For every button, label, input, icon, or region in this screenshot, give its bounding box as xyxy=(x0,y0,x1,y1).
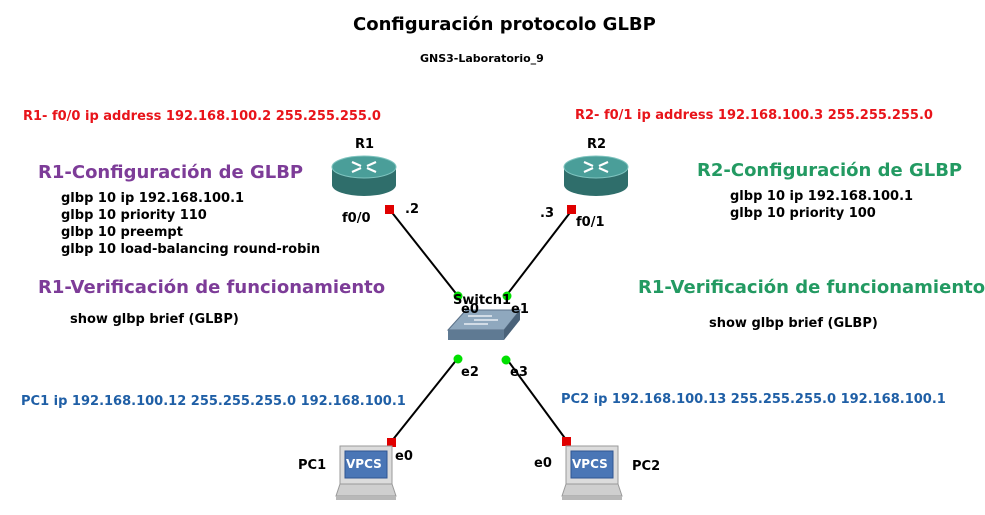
port-status-switch-e1 xyxy=(502,291,512,301)
r2-port-label: f0/1 xyxy=(576,215,605,230)
r1-config-line: glbp 10 preempt xyxy=(61,225,183,240)
r1-config-commands: glbp 10 ip 192.168.100.1 glbp 10 priorit… xyxy=(61,190,320,258)
r1-config-line: glbp 10 ip 192.168.100.1 xyxy=(61,191,245,206)
r2-config-line: glbp 10 priority 100 xyxy=(730,206,876,221)
link-r2-switch[interactable] xyxy=(505,209,573,297)
port-status-switch-e3 xyxy=(501,355,511,365)
r1-port-label: f0/0 xyxy=(342,211,371,226)
pc1-badge-label: VPCS xyxy=(346,457,382,471)
switch-port-e1-label: e1 xyxy=(511,302,529,317)
port-status-r2-f0-1 xyxy=(567,205,576,214)
switch-icon[interactable] xyxy=(444,302,522,348)
r2-config-line: glbp 10 ip 192.168.100.1 xyxy=(730,189,914,204)
vpcs-pc-icon[interactable] xyxy=(334,444,400,502)
verify-right-command: show glbp brief (GLBP) xyxy=(709,316,878,331)
r1-config-heading: R1-Configuración de GLBP xyxy=(38,162,304,183)
r1-host-label: .2 xyxy=(405,202,419,217)
link-r1-switch[interactable] xyxy=(389,209,459,297)
r1-address-label: R1- f0/0 ip address 192.168.100.2 255.25… xyxy=(23,109,381,124)
pc1-port-label: e0 xyxy=(395,449,413,464)
verify-left-command: show glbp brief (GLBP) xyxy=(70,312,239,327)
r2-host-label: .3 xyxy=(540,206,554,221)
router-icon[interactable] xyxy=(562,153,630,201)
port-status-pc2-e0 xyxy=(562,437,571,446)
switch-port-e2-label: e2 xyxy=(461,365,479,380)
r1-name-label: R1 xyxy=(355,137,375,152)
link-switch-pc1[interactable] xyxy=(390,357,459,443)
page-subtitle: GNS3-Laboratorio_9 xyxy=(420,52,544,65)
link-switch-pc2[interactable] xyxy=(505,357,568,442)
pc2-address-label: PC2 ip 192.168.100.13 255.255.255.0 192.… xyxy=(561,392,946,407)
switch-name-label: Switch1 xyxy=(453,293,512,308)
port-status-r1-f0-0 xyxy=(385,205,394,214)
pc1-address-label: PC1 ip 192.168.100.12 255.255.255.0 192.… xyxy=(21,394,406,409)
pc2-badge-label: VPCS xyxy=(572,457,608,471)
verify-left-heading: R1-Verificación de funcionamiento xyxy=(38,277,386,298)
port-status-pc1-e0 xyxy=(387,438,396,447)
verify-right-heading: R1-Verificación de funcionamiento xyxy=(638,277,985,298)
pc1-name-label: PC1 xyxy=(298,458,327,473)
switch-port-e0-label: e0 xyxy=(461,302,479,317)
r1-config-line: glbp 10 load-balancing round-robin xyxy=(61,242,321,257)
r2-config-commands: glbp 10 ip 192.168.100.1 glbp 10 priorit… xyxy=(730,188,913,222)
pc2-port-label: e0 xyxy=(534,456,552,471)
router-icon[interactable] xyxy=(330,153,398,201)
r2-name-label: R2 xyxy=(587,137,607,152)
r1-config-line: glbp 10 priority 110 xyxy=(61,208,207,223)
pc2-name-label: PC2 xyxy=(632,459,661,474)
vpcs-pc-icon[interactable] xyxy=(560,444,626,502)
port-status-switch-e0 xyxy=(453,291,463,301)
switch-port-e3-label: e3 xyxy=(510,365,528,380)
r2-address-label: R2- f0/1 ip address 192.168.100.3 255.25… xyxy=(575,108,933,123)
r2-config-heading: R2-Configuración de GLBP xyxy=(697,160,963,181)
port-status-switch-e2 xyxy=(453,354,463,364)
page-title: Configuración protocolo GLBP xyxy=(353,14,656,35)
